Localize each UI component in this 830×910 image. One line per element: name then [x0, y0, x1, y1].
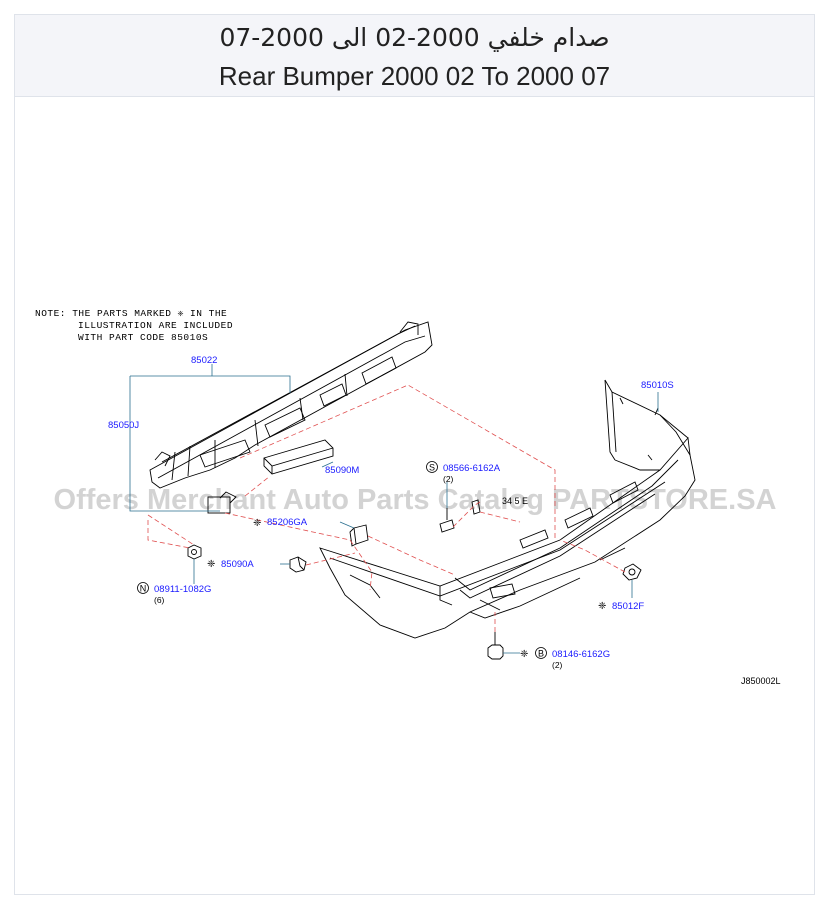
diagram-code: J850002L: [741, 676, 781, 686]
label-85010s[interactable]: 85010S: [641, 380, 674, 391]
label-85206ga[interactable]: 85206GA: [267, 517, 308, 528]
star-85206ga: ❈: [253, 518, 261, 529]
prefix-b: B: [538, 649, 544, 659]
label-85012f[interactable]: 85012F: [612, 601, 644, 612]
note-line-2: ILLUSTRATION ARE INCLUDED: [78, 320, 233, 331]
bracket-85022: [129, 364, 291, 512]
label-08911-1082g[interactable]: 08911-1082G: [154, 584, 211, 595]
qty-08146-6162g: (2): [552, 660, 563, 670]
label-08566-6162a[interactable]: 08566-6162A: [443, 463, 501, 474]
prefix-circle-b: [535, 647, 547, 659]
spacer-85090m-drawing: [263, 439, 334, 475]
star-85012f: ❈: [598, 601, 606, 612]
diagram-card: صدام خلفي 2000-02 الى 2000-07 Rear Bumpe…: [14, 14, 815, 895]
note-line-1: NOTE: THE PARTS MARKED ❈ IN THE: [35, 308, 227, 319]
label-85050j[interactable]: 85050J: [108, 420, 139, 431]
assembly-dashed-lines: [147, 384, 626, 632]
page-title-english: Rear Bumper 2000 02 To 2000 07: [218, 61, 611, 91]
label-85022[interactable]: 85022: [191, 355, 217, 366]
prefix-circle-s: [426, 461, 438, 473]
bumper-fascia-drawing: [319, 379, 696, 639]
page-header: صدام خلفي 2000-02 الى 2000-07 Rear Bumpe…: [15, 15, 814, 97]
prefix-s: S: [429, 463, 435, 473]
prefix-n: N: [140, 584, 147, 594]
note-block: NOTE: THE PARTS MARKED ❈ IN THE ILLUSTRA…: [35, 308, 233, 343]
reinforcement-drawing: [149, 321, 433, 514]
star-08146-6162g: ❈: [520, 649, 528, 660]
label-85090m[interactable]: 85090M: [325, 465, 359, 476]
prefix-circle-n: [137, 582, 149, 594]
label-08146-6162g[interactable]: 08146-6162G: [552, 649, 610, 660]
page-title-arabic: صدام خلفي 2000-02 الى 2000-07: [219, 23, 610, 52]
part-labels: 85022 85050J 85090M 85010S S 08566-6162A…: [108, 355, 781, 686]
note-line-3: WITH PART CODE 85010S: [78, 332, 208, 343]
label-85090a[interactable]: 85090A: [221, 559, 254, 570]
label-partial-34-5-e: 34 5 E: [502, 496, 528, 506]
star-85090a: ❈: [207, 559, 215, 570]
qty-08911-1082g: (6): [154, 595, 165, 605]
qty-08566-6162a: (2): [443, 474, 454, 484]
